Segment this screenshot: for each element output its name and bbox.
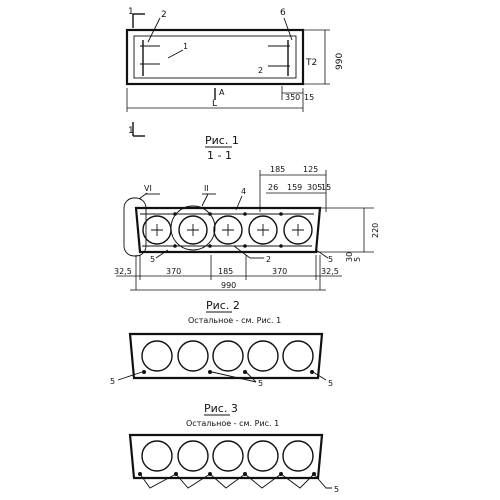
dim-t2-label: T2	[305, 58, 317, 68]
rebar-dot	[173, 212, 177, 216]
callout-2-leader	[147, 17, 161, 43]
callout-2-label: 2	[161, 10, 167, 20]
callout-5-right-label: 5	[328, 255, 333, 264]
voids-row	[142, 215, 313, 245]
figure-2-caption: Рис. 2	[206, 299, 240, 312]
rebar-dot	[243, 244, 247, 248]
callout-4-label: 4	[241, 187, 246, 196]
void-circle	[213, 215, 243, 245]
view-a-label: A	[219, 88, 225, 97]
callout-5-right-label: 5	[328, 379, 333, 388]
rebar-dot	[208, 370, 212, 374]
dim-30-label: 30	[345, 252, 354, 262]
callout-5-label: 5	[334, 485, 339, 494]
section-mark-top-label: 1	[128, 7, 134, 17]
callout-2-inner-label: 2	[258, 66, 263, 75]
callout-6-leader	[283, 17, 293, 41]
callout-2-leader	[233, 245, 251, 259]
callout-5-left-leader	[155, 249, 169, 259]
void-circle	[282, 340, 314, 372]
detail-vi-marker	[123, 197, 147, 257]
void-circle	[212, 340, 244, 372]
section-mark-bottom-label: 1	[128, 126, 134, 136]
dim-32-5-right-label: 32,5	[321, 267, 339, 276]
figure-3-caption: Рис. 3	[204, 402, 238, 415]
dim-32-5-left-label: 32,5	[114, 267, 132, 276]
void-circle	[141, 440, 173, 472]
rebar-dot	[279, 244, 283, 248]
callout-5-right-leader	[312, 371, 327, 381]
void-circle	[283, 215, 313, 245]
callout-5-left-label: 5	[110, 377, 115, 386]
dim-15-label: 15	[304, 93, 314, 102]
callout-5-right-leader	[315, 249, 329, 259]
rebar-dot	[208, 244, 212, 248]
dim-990-overall-label: 990	[221, 281, 236, 290]
dim-26-label: 26	[268, 183, 278, 192]
dim-185-mid-label: 185	[218, 267, 233, 276]
callout-5-mid-label: 5	[258, 379, 263, 388]
callout-vi-label: VI	[144, 184, 152, 193]
callout-ii-leader	[201, 193, 209, 207]
dim-370-left-label: 370	[166, 267, 181, 276]
dim-990-label: 990	[335, 53, 345, 70]
figure-2-section: 5 5 5	[110, 332, 333, 388]
dim-350-label: 350	[285, 93, 300, 102]
dim-5-label: 5	[353, 257, 362, 262]
callout-1-label: 1	[183, 42, 188, 51]
dim-159-label: 159	[287, 183, 302, 192]
callout-5-mid-leader-a	[211, 371, 257, 383]
void-circle	[212, 440, 244, 472]
void-circle	[177, 440, 209, 472]
rebar-dot	[142, 370, 146, 374]
dim-185-top-label: 185	[270, 165, 285, 174]
dim-305-label: 305	[307, 183, 322, 192]
void-circle	[248, 215, 278, 245]
section-1-1-title: 1 - 1	[207, 149, 232, 162]
void-centermarks	[151, 224, 304, 236]
dim-220-label: 220	[371, 223, 380, 238]
rebar-dot	[310, 370, 314, 374]
void-circle	[141, 340, 173, 372]
reinforcement-frame	[133, 35, 297, 79]
rebar-dot	[173, 244, 177, 248]
detail-ii-marker	[170, 205, 216, 251]
void-circle	[247, 340, 279, 372]
figure-2-note: Остальное - см. Рис. 1	[188, 316, 281, 325]
callout-ii-label: II	[204, 184, 209, 193]
rebar-dot	[243, 370, 247, 374]
figure-2-outline	[128, 332, 324, 380]
dim-15-label: 15	[321, 183, 331, 192]
dim-125-label: 125	[303, 165, 318, 174]
void-circle	[178, 215, 208, 245]
callout-2-label: 2	[266, 255, 271, 264]
figure-3-section: 5	[128, 433, 339, 494]
panel-outline	[125, 28, 305, 86]
figure-1-plan: 1 2 6 1 2 T2 990 A 350 15 L	[125, 7, 345, 162]
void-circle	[247, 440, 279, 472]
figure-3-leaders	[139, 473, 332, 489]
rebar-dot	[279, 212, 283, 216]
callout-6-label: 6	[280, 8, 286, 18]
callout-5-left-leader	[117, 371, 143, 381]
callout-5-mid-leader-b	[245, 371, 257, 383]
dim-l-label: L	[212, 99, 217, 109]
callout-4-leader	[235, 195, 243, 211]
void-circle	[177, 340, 209, 372]
rebar-dot	[243, 212, 247, 216]
figure-1-caption: Рис. 1	[205, 134, 239, 147]
void-circle	[282, 440, 314, 472]
callout-5-left-label: 5	[150, 255, 155, 264]
callout-1-leader	[167, 49, 184, 59]
section-1-1-view: VI II 4 185 125 26 159 305 15 220 30 5 2…	[114, 165, 380, 291]
dim-370-right-label: 370	[272, 267, 287, 276]
figure-3-note: Остальное - см. Рис. 1	[186, 419, 279, 428]
